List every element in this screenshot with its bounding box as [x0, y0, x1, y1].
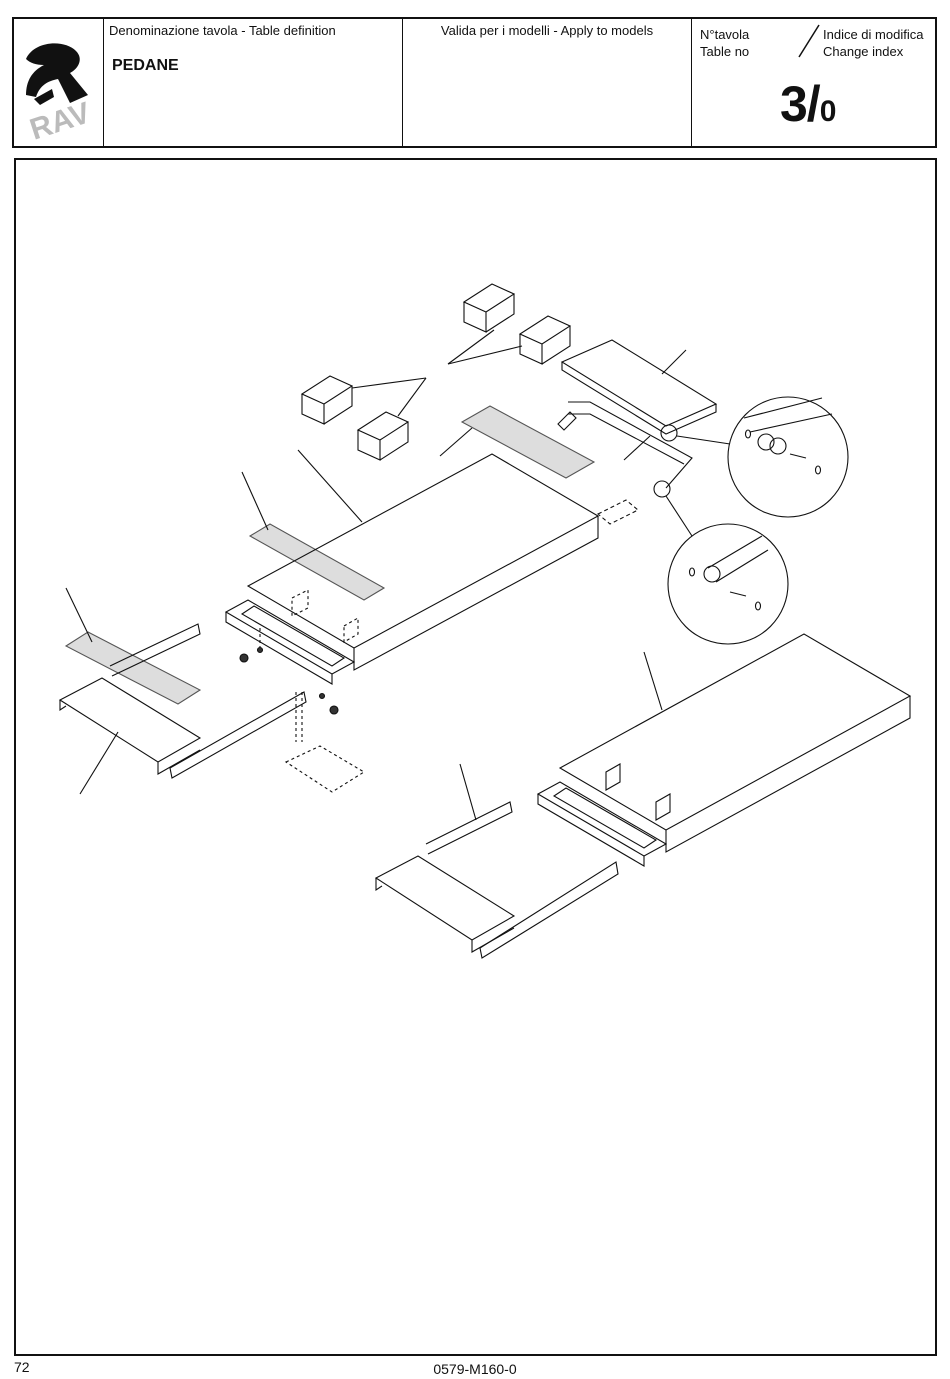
change-index-value: 0 — [820, 95, 836, 128]
logo-text: RAV — [26, 96, 94, 146]
logo-cell: RAV — [14, 19, 104, 146]
bottom-extension-frame — [376, 802, 618, 958]
rav-logo: RAV — [14, 19, 104, 147]
table-number: 3/0 — [780, 75, 835, 133]
table-number-cell: N°tavola Table no Indice di modifica Cha… — [692, 19, 935, 146]
right-platform — [538, 634, 910, 866]
drawing-frame — [14, 158, 937, 1356]
small-ramp — [562, 340, 716, 434]
models-label: Valida per i modelli - Apply to models — [403, 22, 691, 39]
definition-label: Denominazione tavola - Table definition — [109, 22, 336, 39]
detail-views — [654, 397, 848, 644]
definition-value: PEDANE — [112, 57, 179, 75]
title-block: RAV Denominazione tavola - Table definit… — [12, 17, 937, 148]
nuts — [240, 648, 338, 715]
table-number-value: 3/ — [780, 76, 820, 132]
hardware-dashed — [260, 590, 364, 792]
table-no-label-it: N°tavola — [700, 26, 749, 43]
diagonal-divider — [797, 23, 821, 59]
definition-cell: Denominazione tavola - Table definition … — [104, 19, 403, 146]
models-cell: Valida per i modelli - Apply to models — [403, 19, 692, 146]
exploded-view-drawing — [16, 160, 935, 1354]
document-code: 0579-M160-0 — [0, 1361, 950, 1377]
change-index-label-en: Change index — [823, 43, 903, 60]
main-platform — [226, 454, 598, 684]
table-no-label-en: Table no — [700, 43, 749, 60]
change-index-label-it: Indice di modifica — [823, 26, 923, 43]
rubber-pads — [66, 406, 594, 704]
